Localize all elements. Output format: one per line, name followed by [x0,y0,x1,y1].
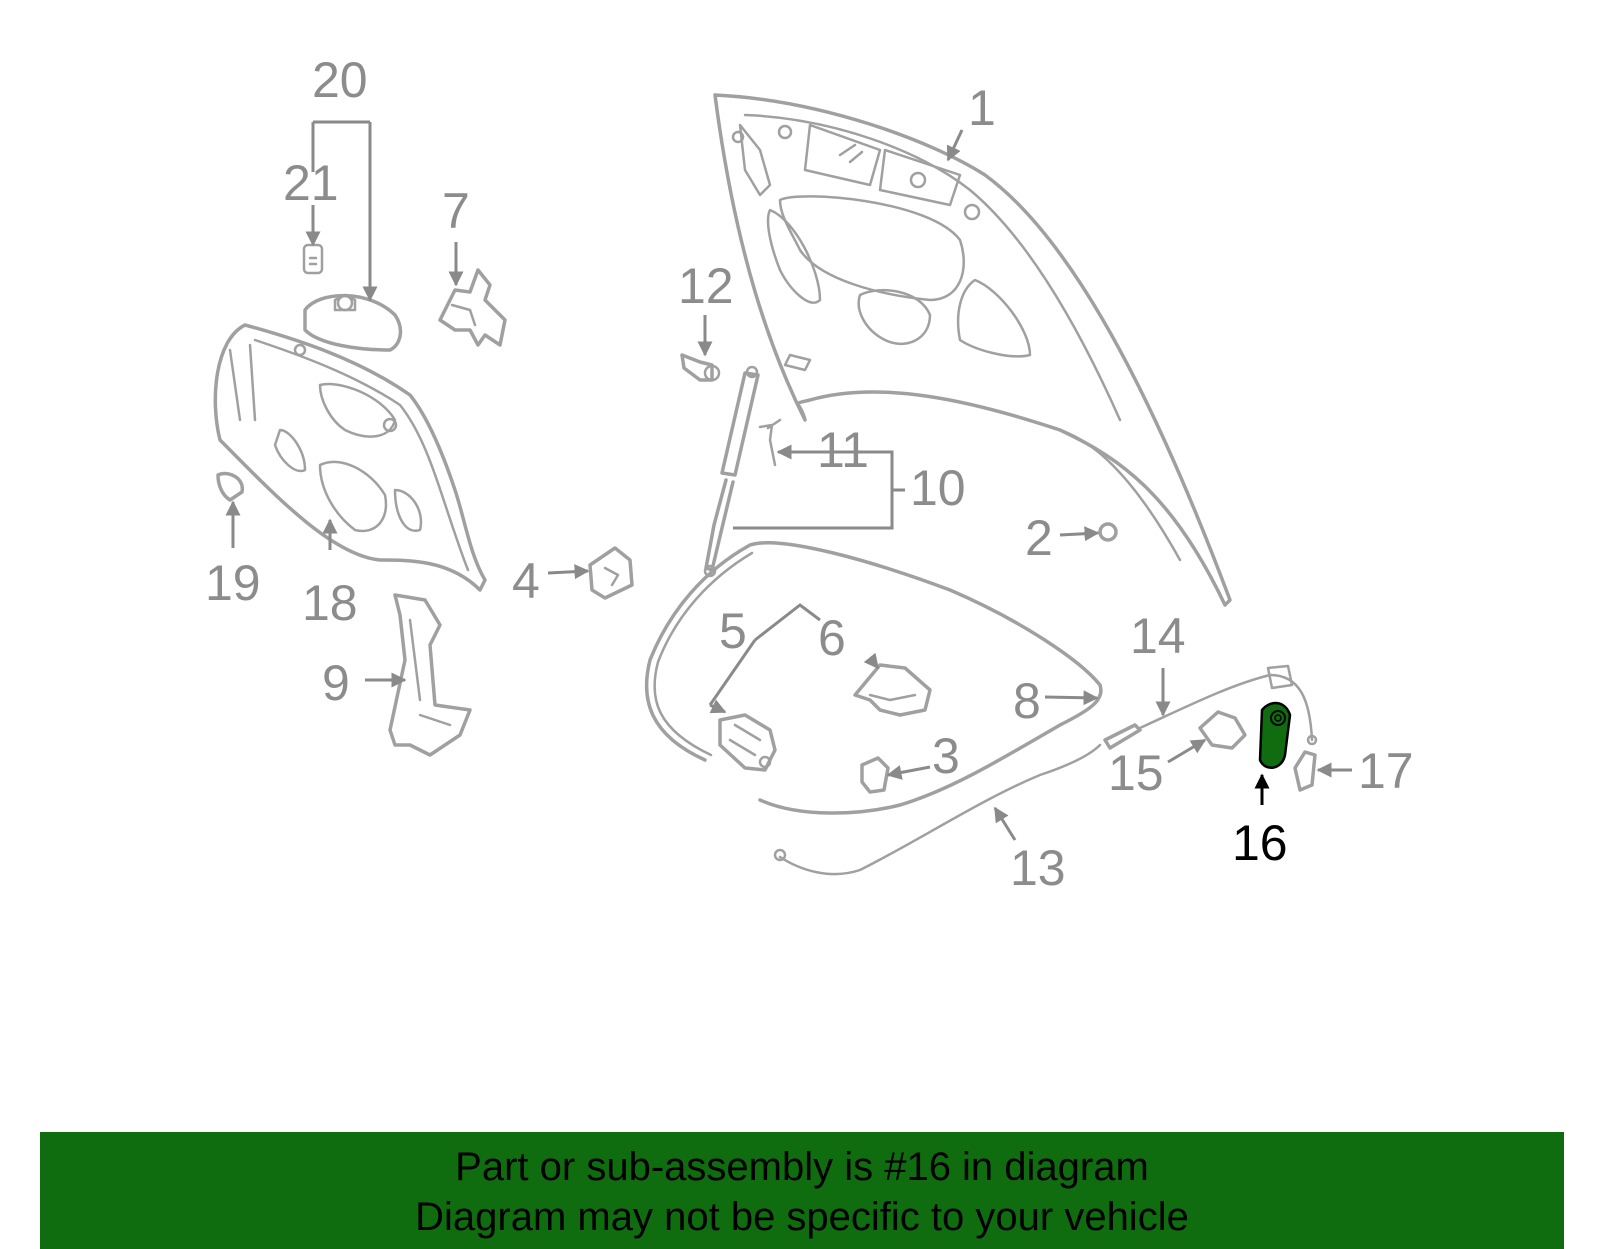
part-1-hood [713,93,1232,607]
callout-1: 1 [968,80,996,136]
part-2-grommet [1098,522,1118,542]
part-19-bumper [216,471,244,502]
callout-12: 12 [678,258,734,314]
part-5-latch [718,713,777,772]
callout-10: 10 [910,460,966,516]
callout-2: 2 [1025,510,1053,566]
part-13-cable [773,743,1102,876]
callout-11: 11 [817,422,869,478]
part-4-clip [588,546,634,600]
banner-line-disclaimer: Diagram may not be specific to your vehi… [415,1195,1189,1239]
callout-18: 18 [302,575,358,631]
info-banner: Part or sub-assembly is #16 in diagram D… [40,1132,1564,1249]
callout-3: 3 [932,728,960,784]
part-12-retainer [680,353,721,382]
part-16-release-handle[interactable] [1258,701,1292,769]
callout-14: 14 [1130,608,1186,664]
part-17-bezel [1293,750,1317,792]
part-6-catch [853,663,932,717]
leader-lines [225,120,1352,841]
callout-4: 4 [512,553,540,609]
banner-line-part: Part or sub-assembly is #16 in diagram [455,1145,1149,1189]
callout-7: 7 [442,183,470,239]
part-21-cap [302,243,324,275]
part-8-seal [644,541,1103,815]
callout-17: 17 [1358,743,1414,799]
callout-16: 16 [1232,815,1288,871]
part-15-guide [1198,710,1247,750]
part-14-cable [1103,664,1318,750]
part-18-insulator [213,323,487,592]
callout-15: 15 [1108,745,1164,801]
callout-9: 9 [322,655,350,711]
callout-13: 13 [1010,840,1066,896]
callout-labels: 1 2 3 4 5 6 7 8 9 10 11 12 13 14 15 16 1… [205,52,1414,896]
callout-6: 6 [818,610,846,666]
callout-21: 21 [283,155,339,211]
part-11-pin [758,418,782,467]
part-9-bracket [388,593,472,757]
part-7-hinge [438,268,507,347]
callout-20: 20 [312,52,368,108]
part-20-reservoir [303,293,403,352]
callout-5: 5 [719,603,747,659]
part-3-bolt [860,756,890,794]
callout-8: 8 [1013,673,1041,729]
callout-19: 19 [205,555,261,611]
